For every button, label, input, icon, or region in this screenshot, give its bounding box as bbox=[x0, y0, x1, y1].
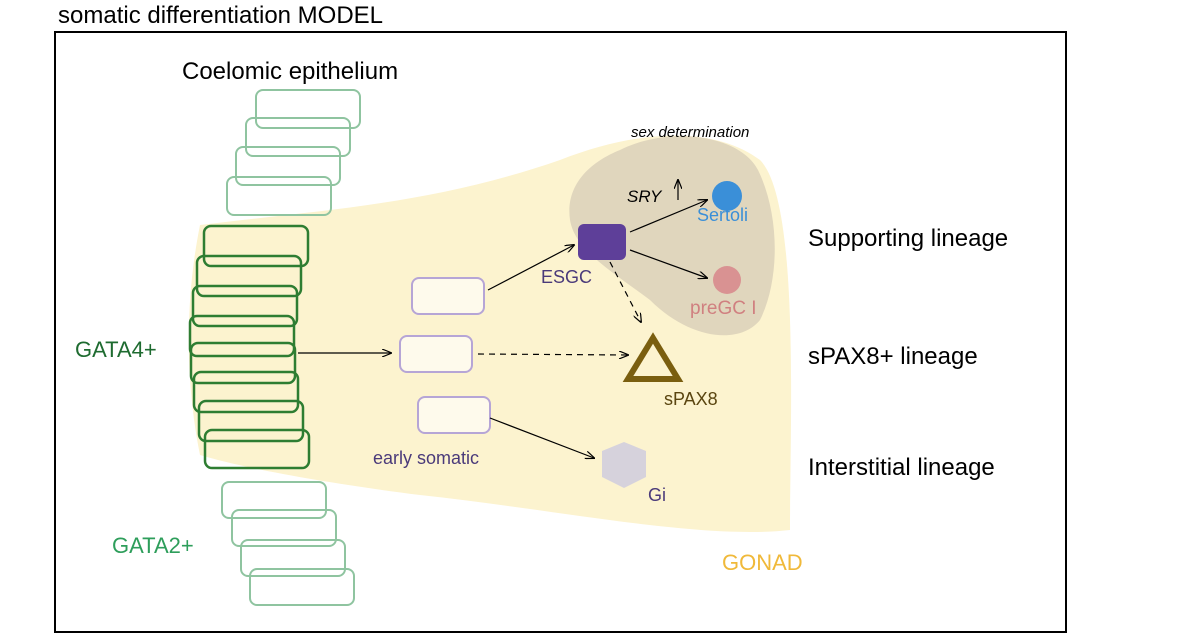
pregc-cell bbox=[713, 266, 741, 294]
diagram-frame bbox=[54, 31, 1067, 633]
gata4-cell-stack bbox=[188, 224, 311, 470]
coelomic-cells-lower bbox=[221, 481, 355, 606]
gata2-label: GATA2+ bbox=[112, 533, 194, 558]
gata2-cell bbox=[245, 117, 351, 157]
gata4-cell bbox=[202, 224, 310, 268]
gonad-label: GONAD bbox=[722, 550, 803, 575]
early-somatic-cells bbox=[399, 277, 491, 434]
gata2-cell bbox=[221, 481, 327, 519]
spax8-label: sPAX8 bbox=[664, 389, 718, 409]
early-somatic-cell-top bbox=[411, 277, 485, 315]
interstitial-lineage-label: Interstitial lineage bbox=[808, 454, 995, 481]
pregc-label: preGC I bbox=[690, 298, 757, 319]
gata4-cell bbox=[188, 314, 296, 358]
gata2-cell bbox=[249, 568, 355, 606]
coelomic-cells-upper bbox=[226, 89, 361, 216]
gata4-label: GATA4+ bbox=[75, 337, 157, 362]
spax8-lineage-label: sPAX8+ lineage bbox=[808, 343, 978, 370]
supporting-lineage-label: Supporting lineage bbox=[808, 225, 1008, 252]
gata4-cell bbox=[191, 284, 299, 328]
gata4-cell bbox=[203, 428, 311, 470]
early-somatic-label: early somatic bbox=[373, 448, 479, 468]
gata2-cell bbox=[235, 146, 341, 186]
sex-determination-label: sex determination bbox=[631, 124, 749, 141]
sertoli-cell bbox=[712, 181, 742, 211]
esgc-label: ESGC bbox=[541, 267, 592, 287]
spax8-cell bbox=[622, 332, 684, 382]
early-somatic-cell-bottom bbox=[417, 396, 491, 434]
arrow-early-to-gi bbox=[489, 417, 594, 458]
gata2-cell bbox=[240, 539, 346, 577]
coelomic-epithelium-label: Coelomic epithelium bbox=[182, 58, 398, 85]
gata4-cell bbox=[197, 399, 305, 443]
early-somatic-cell-middle bbox=[399, 335, 473, 373]
gata2-cell bbox=[226, 176, 332, 216]
esgc-cell bbox=[578, 224, 626, 260]
arrow-esgc-to-pregc bbox=[629, 249, 707, 278]
sertoli-label: Sertoli bbox=[697, 205, 748, 225]
gata4-cell bbox=[195, 254, 303, 298]
dashed-arrow-early-to-spax8 bbox=[477, 354, 628, 355]
gata4-cell bbox=[192, 370, 300, 414]
sry-label: SRY bbox=[627, 187, 663, 206]
dashed-arrow-esgc-to-spax8 bbox=[609, 261, 641, 322]
arrow-esgc-to-sertoli bbox=[629, 200, 707, 233]
gata2-cell bbox=[231, 509, 337, 547]
gata2-cell bbox=[255, 89, 361, 129]
gi-label: Gi bbox=[648, 485, 666, 505]
figure-title: somatic differentiation MODEL bbox=[58, 2, 384, 29]
gi-cell bbox=[602, 442, 646, 488]
arrow-early-to-esgc bbox=[487, 245, 574, 291]
gata4-cell bbox=[189, 341, 297, 385]
